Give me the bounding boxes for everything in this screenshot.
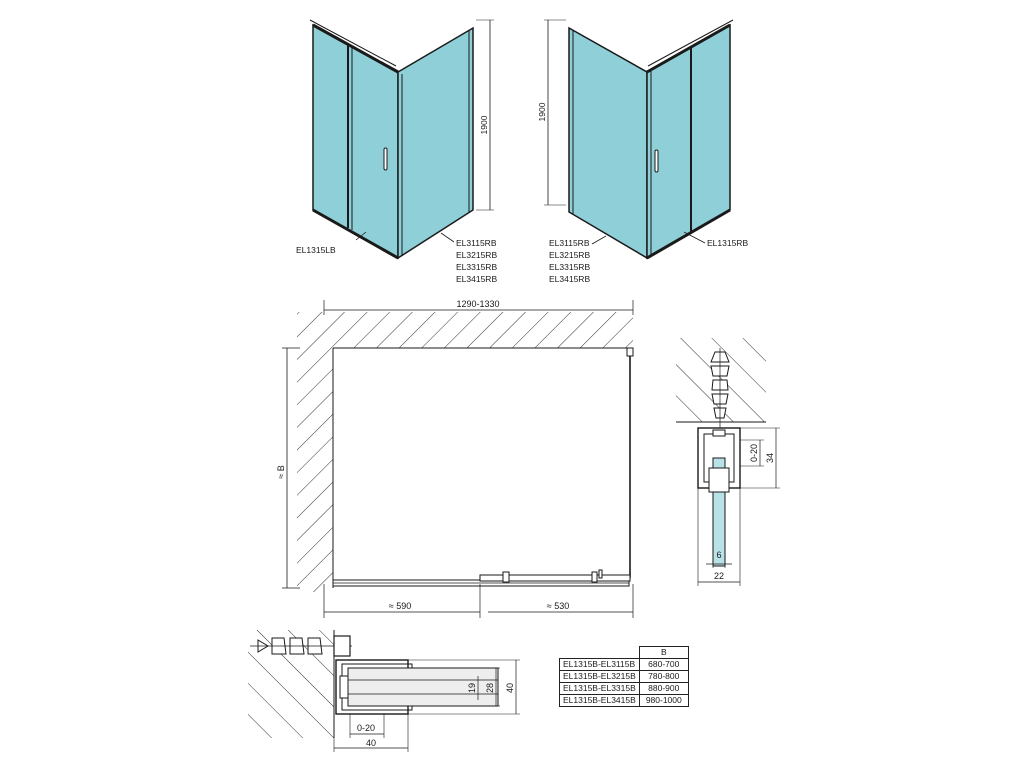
right-panel-label-1: EL3115RB: [549, 238, 590, 248]
size-table: B EL1315B-EL3115B 680-700 EL1315B-EL3215…: [559, 646, 689, 707]
size-table-model: EL1315B-EL3415B: [559, 694, 640, 707]
wall-dim-28: 28: [485, 683, 495, 693]
left-door-label: EL1315LB: [296, 245, 336, 255]
left-panel-label-3: EL3315RB: [456, 262, 497, 272]
profile-dim-0-20: 0-20: [749, 444, 759, 462]
door-handle-icon: [654, 149, 659, 173]
left-iso-view: 1900 EL1315LB EL3115RB EL3215RB EL3315RB…: [296, 19, 497, 284]
right-panel-label-3: EL3315RB: [549, 262, 590, 272]
table-row: EL1315B-EL3115B 680-700: [559, 658, 689, 671]
wall-dim-40-horizontal: 40: [366, 738, 376, 748]
profile-dim-6: 6: [716, 550, 721, 560]
left-panel-label-2: EL3215RB: [456, 250, 497, 260]
left-side-panel-glass: [397, 26, 474, 260]
profile-dim-22: 22: [714, 571, 724, 581]
right-height-label: 1900: [537, 102, 547, 121]
size-table-header-model: [559, 646, 640, 659]
left-panel-label-4: EL3415RB: [456, 274, 497, 284]
plan-seg-right-label: ≈ 530: [547, 601, 569, 611]
profile-dim-34: 34: [765, 453, 775, 463]
wall-detail: 19 28 40 0-20 40: [248, 630, 520, 752]
wall-dim-19: 19: [467, 683, 477, 693]
wall-dim-40-vertical: 40: [505, 683, 515, 693]
right-panel-label-2: EL3215RB: [549, 250, 590, 260]
right-side-panel-glass: [568, 26, 648, 260]
table-row: EL1315B-EL3215B 780-800: [559, 670, 689, 683]
size-table-b: 680-700: [638, 658, 689, 671]
plan-seg-left-label: ≈ 590: [389, 601, 411, 611]
size-table-b: 980-1000: [638, 694, 689, 707]
plan-width-label: 1290-1330: [456, 299, 499, 309]
size-table-model: EL1315B-EL3115B: [559, 658, 640, 671]
size-table-b: 780-800: [638, 670, 689, 683]
plan-view: 1290-1330 ≈ B ≈ 590 ≈ 530: [276, 299, 634, 618]
plan-depth-label: ≈ B: [276, 465, 286, 478]
profile-detail: 0-20 34 6 22: [676, 338, 780, 586]
left-panel-label-1: EL3115RB: [456, 238, 497, 248]
size-table-header: B: [559, 646, 689, 659]
table-row: EL1315B-EL3415B 980-1000: [559, 694, 689, 707]
table-row: EL1315B-EL3315B 880-900: [559, 682, 689, 695]
left-height-label: 1900: [479, 115, 489, 134]
size-table-model: EL1315B-EL3315B: [559, 682, 640, 695]
right-door-label: EL1315RB: [707, 238, 748, 248]
size-table-model: EL1315B-EL3215B: [559, 670, 640, 683]
wall-dim-0-20: 0-20: [357, 723, 375, 733]
size-table-b: 880-900: [638, 682, 689, 695]
door-handle-icon: [383, 147, 388, 171]
size-table-header-b: B: [638, 646, 689, 659]
right-panel-label-4: EL3415RB: [549, 274, 590, 284]
right-iso-view: 1900 EL1315RB EL3115RB EL3215RB EL3315RB…: [537, 19, 748, 284]
